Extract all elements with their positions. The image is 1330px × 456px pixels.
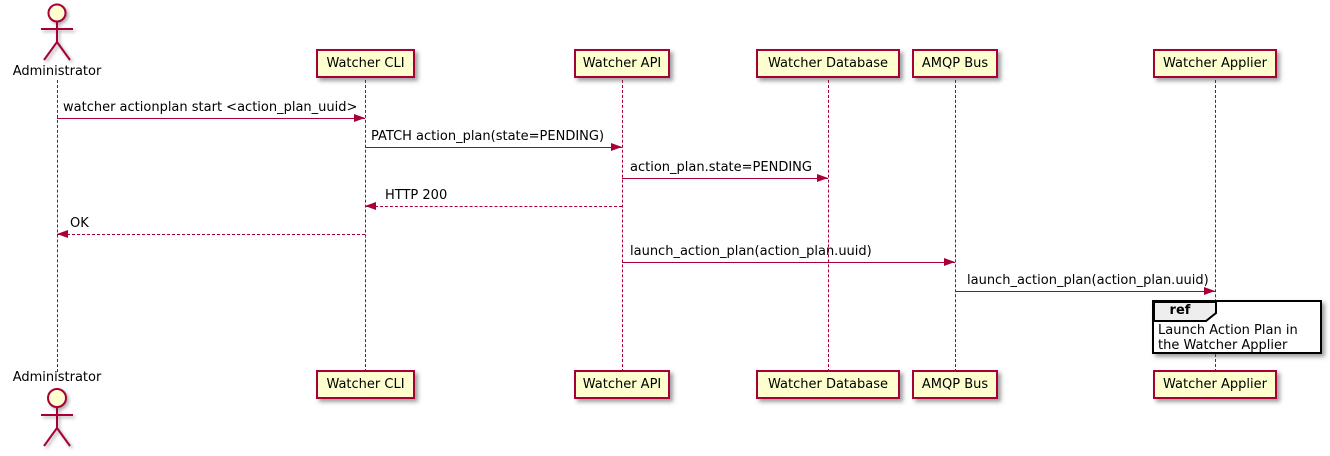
participant-watcher-applier-top: Watcher Applier: [1153, 49, 1277, 78]
participant-watcher-database-bottom: Watcher Database: [756, 370, 900, 399]
participant-label: Watcher Database: [768, 56, 888, 71]
arrowhead-right-icon: [611, 143, 622, 151]
participant-label: AMQP Bus: [921, 377, 989, 392]
arrowhead-right-icon: [817, 174, 828, 182]
actor-label-bottom: Administrator: [12, 370, 102, 385]
participant-watcher-cli-bottom: Watcher CLI: [316, 370, 415, 399]
lifeline-administrator: [57, 80, 58, 372]
participant-label: Watcher API: [582, 377, 662, 392]
participant-watcher-cli-top: Watcher CLI: [316, 49, 415, 78]
participant-watcher-database-top: Watcher Database: [756, 49, 900, 78]
participant-watcher-api-top: Watcher API: [574, 49, 670, 78]
message-label: watcher actionplan start <action_plan_uu…: [63, 100, 358, 115]
actor-icon: [41, 3, 73, 61]
lifeline-watcher-applier: [1215, 80, 1216, 372]
arrowhead-left-icon: [365, 202, 376, 210]
message-label: action_plan.state=PENDING: [630, 160, 812, 175]
message-label: HTTP 200: [385, 188, 448, 203]
arrowhead-right-icon: [944, 258, 955, 266]
arrowhead-right-icon: [1204, 287, 1215, 295]
participant-watcher-api-bottom: Watcher API: [574, 370, 670, 399]
ref-tab-icon: [1153, 301, 1217, 322]
message-label: OK: [70, 216, 89, 231]
message-label: PATCH action_plan(state=PENDING): [371, 129, 605, 144]
participant-label: Watcher CLI: [326, 377, 405, 392]
lifeline-watcher-api: [622, 80, 623, 372]
participant-label: Watcher Database: [768, 377, 888, 392]
message-line: [622, 262, 955, 263]
participant-watcher-applier-bottom: Watcher Applier: [1153, 370, 1277, 399]
arrowhead-right-icon: [354, 114, 365, 122]
arrowhead-left-icon: [57, 230, 68, 238]
message-label: launch_action_plan(action_plan.uuid): [630, 244, 872, 259]
participant-label: Watcher Applier: [1163, 377, 1267, 392]
ref-fragment: ref Launch Action Plan in the Watcher Ap…: [1152, 300, 1322, 354]
ref-text: Launch Action Plan in the Watcher Applie…: [1158, 323, 1298, 353]
participant-amqp-bus-bottom: AMQP Bus: [912, 370, 998, 399]
lifeline-watcher-database: [828, 80, 829, 372]
message-line: [57, 118, 365, 119]
participant-label: Watcher API: [582, 56, 662, 71]
message-line: [622, 178, 828, 179]
message-line: [57, 234, 365, 235]
message-line: [365, 206, 622, 207]
participant-label: Watcher CLI: [326, 56, 405, 71]
actor-icon: [41, 388, 73, 447]
lifeline-amqp-bus: [955, 80, 956, 372]
message-label: launch_action_plan(action_plan.uuid): [967, 273, 1209, 288]
participant-label: Watcher Applier: [1163, 56, 1267, 71]
message-line: [365, 147, 622, 148]
actor-label-top: Administrator: [12, 64, 102, 79]
ref-keyword: ref: [1169, 303, 1191, 318]
participant-amqp-bus-top: AMQP Bus: [912, 49, 998, 78]
lifeline-watcher-cli: [365, 80, 366, 372]
participant-label: AMQP Bus: [921, 56, 989, 71]
message-line: [955, 291, 1215, 292]
